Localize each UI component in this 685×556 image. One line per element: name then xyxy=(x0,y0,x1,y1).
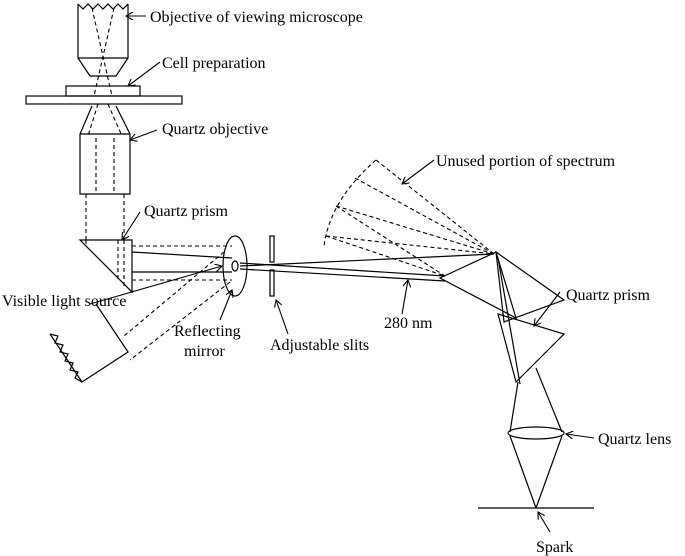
label-visible-light-source: Visible light source xyxy=(2,293,126,310)
label-mirror: mirror xyxy=(184,343,226,360)
left-quartz-prism xyxy=(78,239,233,294)
leader-arrows xyxy=(89,16,595,533)
label-unused-spectrum: Unused portion of spectrum xyxy=(436,153,616,170)
microscope-stage xyxy=(25,85,183,105)
label-spark: Spark xyxy=(536,539,573,556)
label-quartz-objective: Quartz objective xyxy=(162,121,268,138)
quartz-objective xyxy=(79,103,131,240)
right-quartz-prisms xyxy=(438,250,566,385)
adjustable-slits xyxy=(269,235,275,297)
label-reflecting: Reflecting xyxy=(174,323,241,340)
reflecting-mirror xyxy=(123,235,248,361)
label-quartz-lens: Quartz lens xyxy=(598,431,671,448)
label-objective: Objective of viewing microscope xyxy=(150,9,363,26)
label-280nm: 280 nm xyxy=(384,315,433,332)
label-adjustable-slits: Adjustable slits xyxy=(270,337,369,354)
label-quartz-prism-right: Quartz prism xyxy=(566,287,651,304)
visible-light-source xyxy=(49,303,129,383)
beam-lower xyxy=(239,268,446,282)
unused-spectrum xyxy=(323,159,495,277)
beam-top xyxy=(239,253,495,267)
quartz-lens xyxy=(507,367,565,509)
viewing-objective xyxy=(77,3,129,97)
label-cell-preparation: Cell preparation xyxy=(162,55,266,72)
beam-upper xyxy=(239,262,446,277)
label-quartz-prism-left: Quartz prism xyxy=(144,203,229,220)
